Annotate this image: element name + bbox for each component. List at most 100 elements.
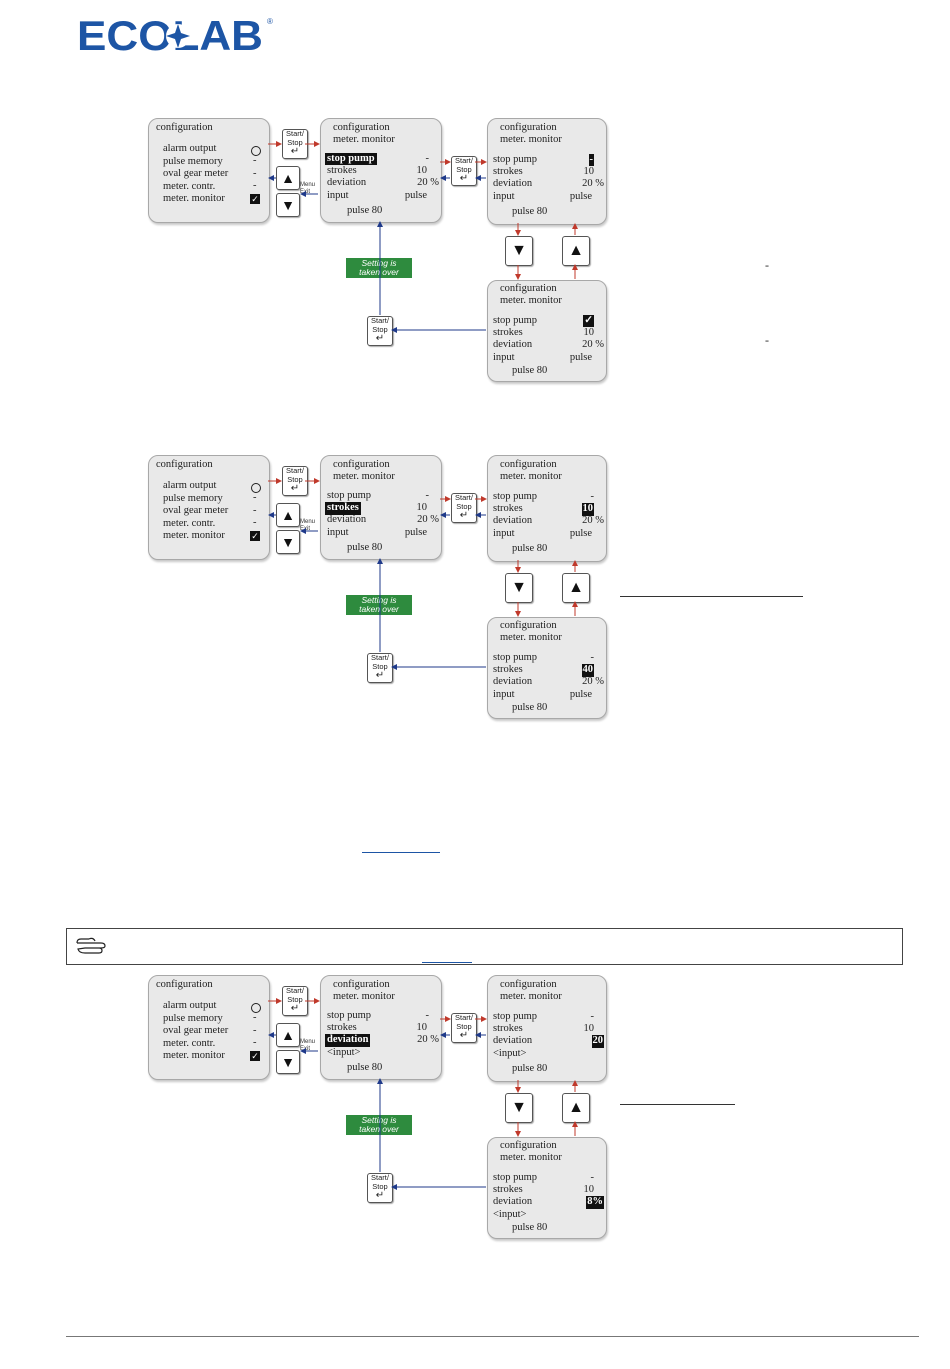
menu-value: - xyxy=(253,1012,257,1023)
row-label: input xyxy=(493,351,515,363)
screen-title: configuration xyxy=(500,620,557,631)
menu-item[interactable]: pulse memory xyxy=(163,155,223,167)
row-value: 8% xyxy=(586,1196,604,1209)
link-underline[interactable] xyxy=(422,962,472,963)
menu-item[interactable]: meter. monitor xyxy=(163,530,225,541)
row-label: <input> xyxy=(493,1208,527,1220)
menu-item[interactable]: pulse memory xyxy=(163,492,223,504)
menu-item[interactable]: meter. contr. xyxy=(163,180,216,192)
row-value: - xyxy=(590,491,595,502)
screen-subtitle: meter. monitor xyxy=(500,632,562,643)
menu-item[interactable]: oval gear meter xyxy=(163,505,229,516)
row-value: pulse xyxy=(404,189,427,201)
screen-title: configuration xyxy=(500,459,557,470)
screen-title: configuration xyxy=(333,979,390,990)
down-button[interactable]: ▼ xyxy=(505,1093,533,1123)
row-label: strokes xyxy=(327,1022,357,1034)
row-value: 10 xyxy=(581,503,594,516)
menu-item[interactable]: alarm output xyxy=(163,480,217,491)
config-diagram-2: configuration alarm output pulse memory … xyxy=(0,455,950,725)
start-stop-button[interactable]: Start/Stop↵ xyxy=(451,156,477,186)
row-value: - xyxy=(590,652,595,663)
row-value: 10 xyxy=(583,166,595,178)
pulse-footer: pulse 80 xyxy=(512,365,548,376)
down-button[interactable]: ▼ xyxy=(505,236,533,266)
row-label: input xyxy=(493,190,515,202)
menu-item[interactable]: alarm output xyxy=(163,143,217,154)
row-value: 10 xyxy=(583,1023,595,1035)
svg-text:®: ® xyxy=(267,17,273,26)
menu-item[interactable]: meter. contr. xyxy=(163,1037,216,1049)
down-button[interactable]: ▼ xyxy=(505,573,533,603)
up-button[interactable]: ▲ xyxy=(276,503,300,527)
screen-subtitle: meter. monitor xyxy=(500,134,562,145)
pulse-footer: pulse 80 xyxy=(512,543,548,554)
menu-item[interactable]: alarm output xyxy=(163,1000,217,1011)
circle-icon xyxy=(251,483,261,493)
up-button[interactable]: ▲ xyxy=(276,166,300,190)
row-label: strokes xyxy=(493,327,523,339)
row-value: - xyxy=(425,153,430,164)
row-label: stop pump xyxy=(327,490,372,501)
start-stop-button[interactable]: Start/Stop↵ xyxy=(367,1173,393,1203)
up-button[interactable]: ▲ xyxy=(562,236,590,266)
row-label: input xyxy=(493,688,515,700)
row-value: - xyxy=(590,1172,595,1183)
menu-item[interactable]: oval gear meter xyxy=(163,168,229,179)
menu-screen: configuration alarm output pulse memory … xyxy=(148,118,270,223)
row-label: deviation xyxy=(493,515,533,527)
row-label: stop pump xyxy=(493,1172,538,1183)
menu-screen: configuration alarm output pulse memory … xyxy=(148,975,270,1080)
up-button[interactable]: ▲ xyxy=(562,573,590,603)
menu-value: - xyxy=(253,180,257,191)
down-button[interactable]: ▼ xyxy=(276,1050,300,1074)
up-button[interactable]: ▲ xyxy=(276,1023,300,1047)
row-value: 10 xyxy=(583,1184,595,1196)
row-value: ✓ xyxy=(583,315,594,328)
row-value: 20 % xyxy=(582,178,604,190)
config-diagram-3: configuration alarm output pulse memory … xyxy=(0,975,950,1245)
pointing-hand-icon xyxy=(76,937,106,954)
row-label: stop pump xyxy=(493,315,538,326)
row-value: 20 % xyxy=(417,177,439,189)
row-label: deviation xyxy=(493,676,533,688)
link-underline[interactable] xyxy=(362,852,440,853)
menu-value: - xyxy=(253,1025,257,1036)
menu-item[interactable]: meter. monitor xyxy=(163,193,225,204)
start-stop-button[interactable]: Start/Stop↵ xyxy=(282,466,308,496)
flow-arrows xyxy=(268,141,578,333)
screen-subtitle: meter. monitor xyxy=(333,134,395,145)
menu-value: - xyxy=(253,517,257,528)
down-button[interactable]: ▼ xyxy=(276,530,300,554)
pulse-footer: pulse 80 xyxy=(512,1222,548,1233)
down-button[interactable]: ▼ xyxy=(276,193,300,217)
screen-title: configuration xyxy=(333,122,390,133)
start-stop-button[interactable]: Start/Stop↵ xyxy=(367,653,393,683)
row-label: stop pump xyxy=(493,491,538,502)
row-label: deviation xyxy=(493,1035,533,1047)
start-stop-button[interactable]: Start/Stop↵ xyxy=(451,493,477,523)
screen-title: configuration xyxy=(156,979,213,990)
menu-value: - xyxy=(253,1037,257,1048)
start-stop-button[interactable]: Start/Stop↵ xyxy=(451,1013,477,1043)
menu-item[interactable]: meter. monitor xyxy=(163,1050,225,1061)
menu-item[interactable]: pulse memory xyxy=(163,1012,223,1024)
row-label: strokes xyxy=(493,1023,523,1035)
menu-value: - xyxy=(253,168,257,179)
menu-item[interactable]: oval gear meter xyxy=(163,1025,229,1036)
start-stop-button[interactable]: Start/Stop↵ xyxy=(367,316,393,346)
row-label: stop pump xyxy=(325,153,377,166)
menu-item[interactable]: meter. contr. xyxy=(163,517,216,529)
row-value: pulse xyxy=(404,526,427,538)
row-value: 10 xyxy=(416,1022,428,1034)
row-label: <input> xyxy=(327,1046,361,1058)
screen-subtitle: meter. monitor xyxy=(500,295,562,306)
row-value: 10 xyxy=(583,327,595,339)
note-box xyxy=(66,928,903,965)
